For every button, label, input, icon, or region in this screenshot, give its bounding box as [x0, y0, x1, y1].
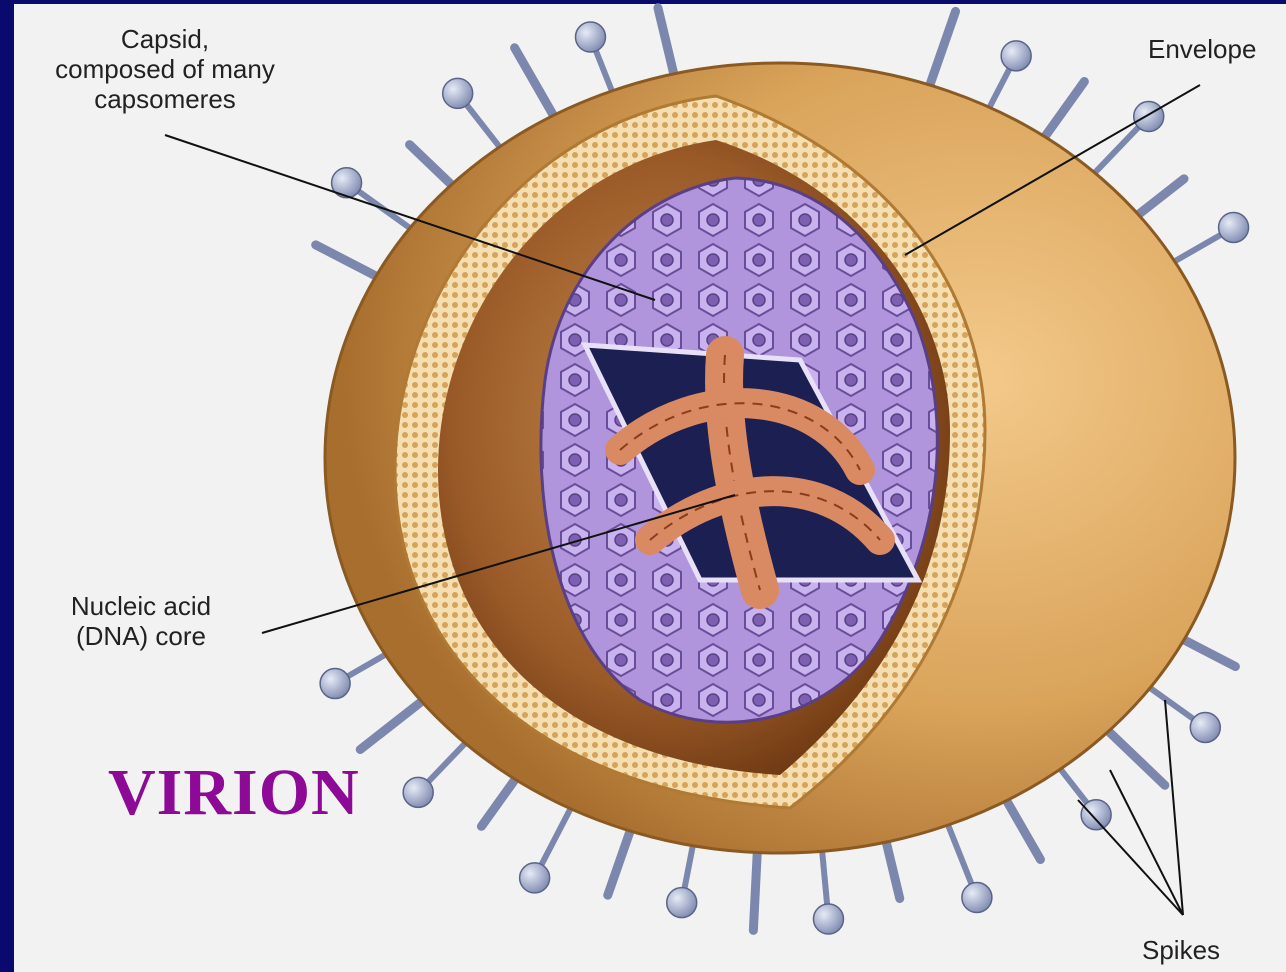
spike: [927, 11, 956, 94]
spike: [608, 822, 634, 896]
spike: [667, 836, 697, 918]
spike: [1166, 212, 1249, 266]
capsid-label-line-3: capsomeres: [20, 84, 310, 114]
nucleic-label-line-2: (DNA) core: [36, 621, 246, 651]
spikes-label: Spikes: [1142, 935, 1220, 965]
spike: [316, 245, 385, 281]
nucleic-label-line-1: Nucleic acid: [36, 591, 246, 621]
spike: [320, 650, 394, 699]
spike: [1142, 682, 1220, 742]
spike: [1039, 81, 1084, 144]
spike: [575, 22, 615, 100]
spike: [443, 78, 506, 154]
spikes-leader-line-3: [1078, 800, 1183, 915]
spike: [944, 816, 992, 913]
envelope-label: Envelope: [1148, 34, 1256, 64]
spike: [813, 841, 843, 934]
spike: [1002, 792, 1041, 860]
spike: [360, 695, 429, 749]
capsid-label: Capsid, composed of many capsomeres: [20, 24, 310, 114]
capsid-label-line-1: Capsid,: [20, 24, 310, 54]
spike: [1054, 761, 1111, 830]
spike: [520, 800, 576, 893]
spike: [403, 736, 472, 807]
capsid-label-line-2: composed of many: [20, 54, 310, 84]
virion-title: VIRION: [108, 755, 360, 831]
spike: [658, 8, 676, 84]
nucleic-acid-label: Nucleic acid (DNA) core: [36, 591, 246, 651]
spike: [753, 843, 757, 931]
spike: [332, 168, 419, 234]
spike: [515, 48, 559, 124]
spike: [985, 41, 1031, 116]
spike: [1101, 724, 1165, 785]
